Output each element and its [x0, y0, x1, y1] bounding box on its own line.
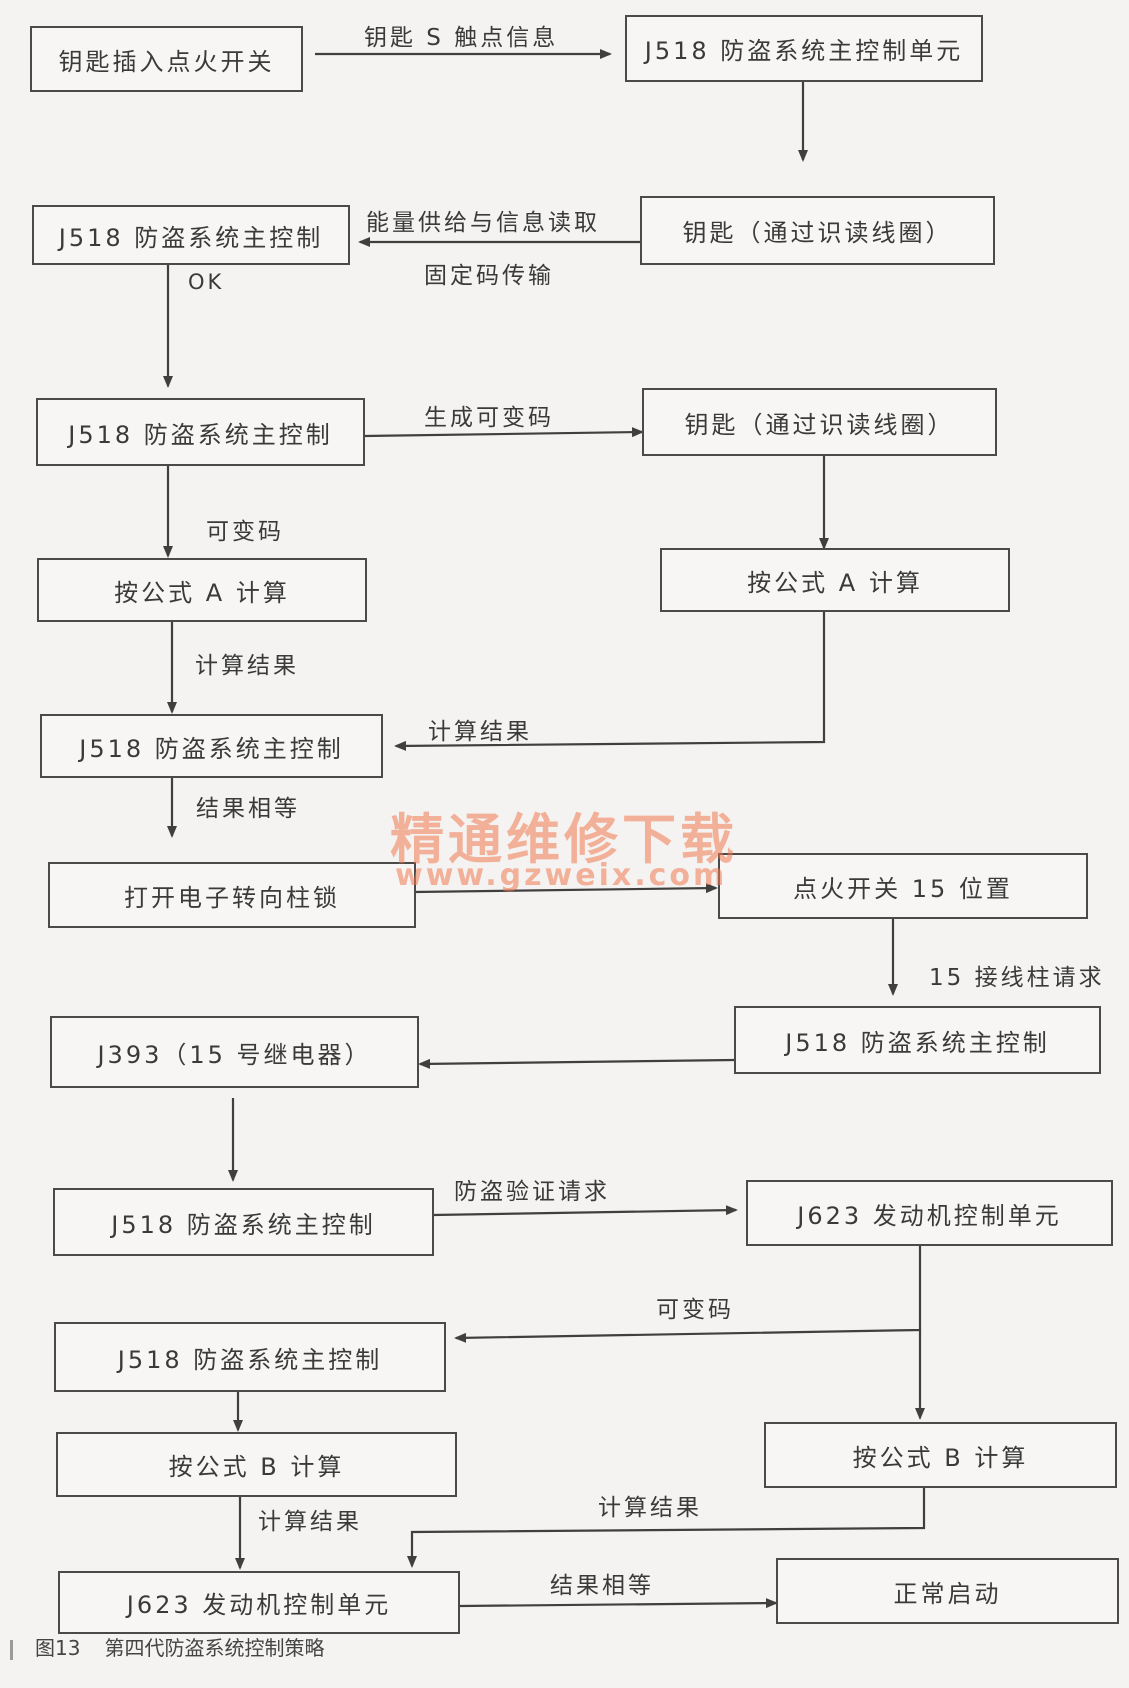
node-j518-e: J518 防盗系统主控制: [53, 1188, 434, 1256]
label-energy-supply: 能量供给与信息读取: [366, 210, 600, 236]
node-j518-d: J518 防盗系统主控制: [734, 1006, 1101, 1074]
node-j518-f: J518 防盗系统主控制: [54, 1322, 446, 1392]
arrow-result-equal-2: [459, 1598, 778, 1609]
watermark-url: www.gzweix.com: [395, 858, 728, 893]
label-ok: OK: [188, 270, 225, 294]
node-calc-a-left: 按公式 A 计算: [37, 558, 367, 622]
label-calc-result-1: 计算结果: [195, 653, 299, 679]
caption-bar: [10, 1639, 13, 1660]
node-calc-b-right: 按公式 B 计算: [764, 1422, 1117, 1488]
arrow-antitheft-verify: [432, 1205, 738, 1217]
node-j518-b: J518 防盗系统主控制: [36, 398, 365, 466]
node-ignition-15: 点火开关 15 位置: [718, 853, 1088, 919]
label-variable-code-1: 可变码: [206, 519, 284, 545]
arrow-calc-result-right: [394, 612, 826, 751]
node-calc-b-left: 按公式 B 计算: [56, 1432, 457, 1497]
caption-figure-no: 图13: [35, 1636, 81, 1660]
label-key-s-contact: 钥匙 S 触点信息: [364, 25, 559, 51]
node-key-coil-b: 钥匙（通过识读线圈）: [642, 388, 997, 456]
label-antitheft-verify: 防盗验证请求: [454, 1179, 610, 1205]
label-result-equal-2: 结果相等: [550, 1573, 654, 1599]
label-calc-result-2: 计算结果: [428, 719, 532, 745]
figure-caption: 图13 第四代防盗系统控制策略: [10, 1632, 324, 1661]
node-key-coil-a: 钥匙（通过识读线圈）: [640, 196, 995, 265]
label-terminal-15: 15 接线柱请求: [929, 965, 1105, 991]
label-gen-variable: 生成可变码: [424, 405, 554, 431]
caption-title: 第四代防盗系统控制策略: [104, 1636, 325, 1660]
arrow-calc-result-4: [407, 1486, 926, 1568]
node-j518-unit: J518 防盗系统主控制单元: [625, 15, 983, 82]
node-j393: J393（15 号继电器）: [50, 1016, 419, 1088]
label-result-equal-1: 结果相等: [196, 796, 300, 822]
node-j518-c: J518 防盗系统主控制: [40, 714, 383, 778]
arrow-j518-to-j393: [418, 1058, 735, 1069]
node-calc-a-right: 按公式 A 计算: [660, 548, 1010, 612]
node-normal-start: 正常启动: [776, 1558, 1119, 1624]
node-j623-a: J623 发动机控制单元: [746, 1180, 1113, 1246]
label-calc-result-3: 计算结果: [258, 1509, 362, 1535]
label-fixed-code: 固定码传输: [424, 263, 554, 289]
node-j518-a: J518 防盗系统主控制: [32, 205, 350, 265]
label-variable-code-2: 可变码: [656, 1297, 734, 1323]
node-key-insert: 钥匙插入点火开关: [30, 26, 303, 92]
watermark-text: 精通维修下载: [390, 808, 738, 871]
arrow-gen-variable: [364, 427, 644, 438]
label-calc-result-4: 计算结果: [598, 1495, 702, 1521]
arrow-unlock-to-ignition: [413, 883, 718, 894]
node-unlock-column: 打开电子转向柱锁: [48, 862, 416, 928]
node-j623-b: J623 发动机控制单元: [58, 1571, 460, 1634]
